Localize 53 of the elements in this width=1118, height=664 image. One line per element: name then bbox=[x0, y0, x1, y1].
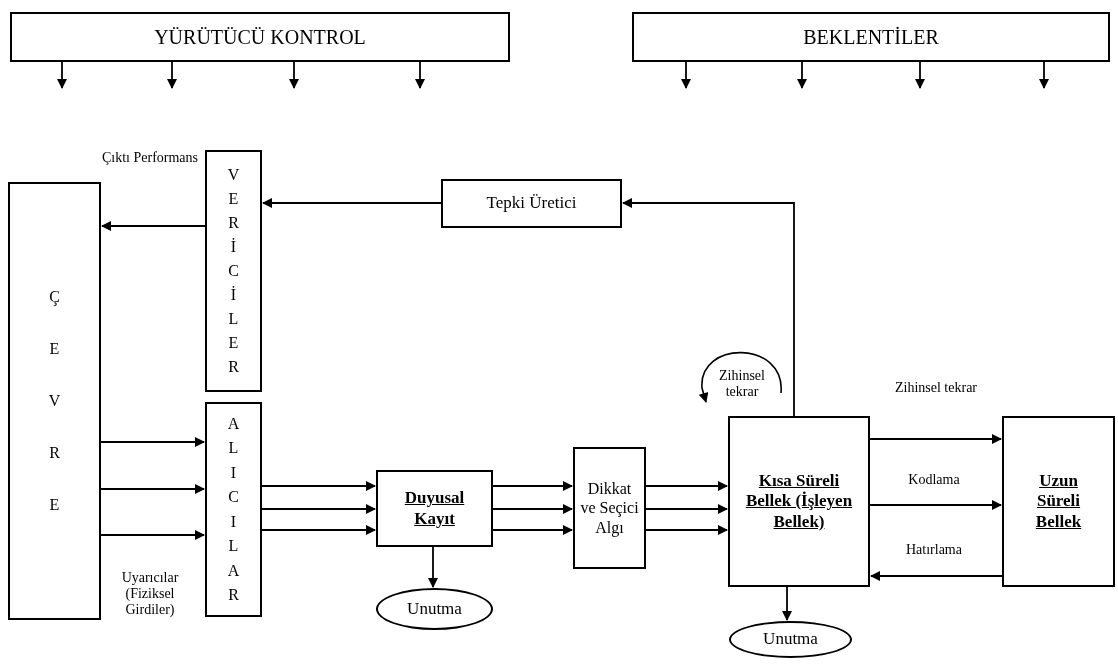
arrow bbox=[645, 525, 728, 535]
arrow bbox=[261, 525, 376, 535]
arrow bbox=[1039, 61, 1049, 89]
node-label: A L I C I L A R bbox=[226, 413, 241, 605]
arrow bbox=[622, 198, 795, 417]
arrow bbox=[101, 221, 206, 231]
arrow bbox=[261, 504, 376, 514]
process-box bbox=[10, 12, 510, 62]
arrow bbox=[428, 546, 438, 588]
arrow bbox=[167, 61, 177, 89]
vertical-box bbox=[205, 402, 262, 617]
process-box bbox=[632, 12, 1110, 62]
vertical-box bbox=[205, 150, 262, 392]
arrow bbox=[869, 500, 1002, 510]
arrow bbox=[262, 198, 442, 208]
process-box bbox=[376, 470, 493, 547]
node-label: Duyusal Kayıt bbox=[403, 488, 466, 529]
node-label: Uzun Süreli Bellek bbox=[1034, 470, 1083, 533]
process-box bbox=[728, 416, 870, 587]
node-label: YÜRÜTÜCÜ KONTROL bbox=[154, 25, 366, 49]
node-label: Dikkat ve Seçici Algı bbox=[579, 479, 640, 537]
arrow bbox=[100, 484, 205, 494]
arrow bbox=[492, 504, 573, 514]
arrow bbox=[492, 525, 573, 535]
edge-label: Çıktı Performans bbox=[100, 150, 200, 167]
arrow bbox=[797, 61, 807, 89]
node-label: Ç E V R E bbox=[47, 287, 62, 515]
note-text: Zihinsel tekrar bbox=[718, 368, 766, 401]
arrow bbox=[645, 481, 728, 491]
arrow bbox=[289, 61, 299, 89]
node-label: Kısa Süreli Bellek (İşleyen Bellek) bbox=[744, 470, 854, 533]
arrow bbox=[870, 571, 1003, 581]
arrow bbox=[100, 437, 205, 447]
arrow bbox=[100, 530, 205, 540]
process-box bbox=[573, 447, 646, 569]
process-box bbox=[1002, 416, 1115, 587]
node-label: V E R İ C İ L E R bbox=[226, 165, 241, 377]
arrow bbox=[261, 481, 376, 491]
vertical-box bbox=[8, 182, 101, 620]
arrow bbox=[645, 504, 728, 514]
arrow bbox=[57, 61, 67, 89]
node-label: Tepki Üretici bbox=[486, 193, 577, 214]
arrow bbox=[415, 61, 425, 89]
note-text: Uyarıcılar (Fiziksel Girdiler) bbox=[120, 570, 180, 619]
arrow bbox=[681, 61, 691, 89]
arrow bbox=[782, 586, 792, 621]
node-label: Unutma bbox=[407, 598, 462, 620]
arrow bbox=[869, 434, 1002, 444]
arrow bbox=[492, 481, 573, 491]
process-box bbox=[441, 179, 622, 228]
node-label: BEKLENTİLER bbox=[803, 25, 939, 49]
arrow bbox=[915, 61, 925, 89]
node-label: Unutma bbox=[763, 629, 818, 650]
